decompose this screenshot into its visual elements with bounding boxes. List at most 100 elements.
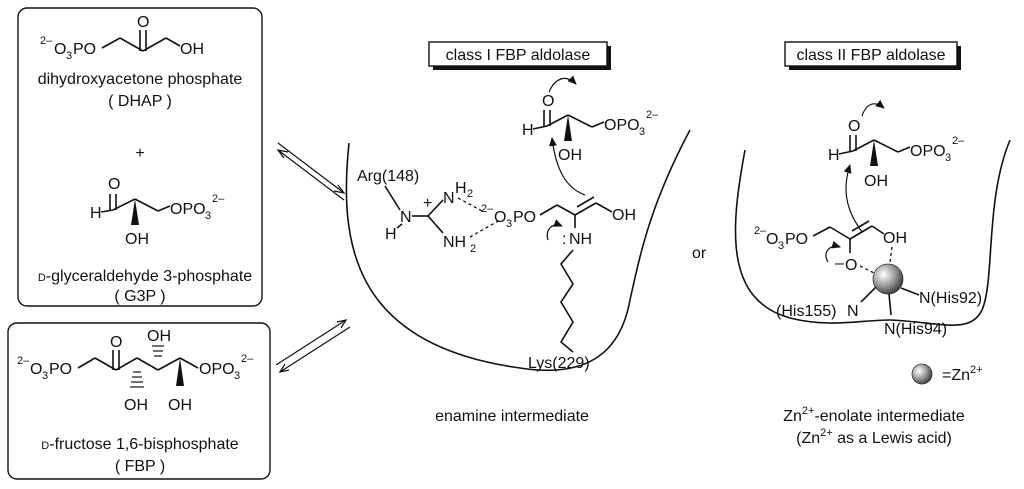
equilibrium-arrow-lower: [275, 319, 351, 373]
fbp-oh-c4: OH: [147, 328, 171, 345]
dhap-structure: 2– O 3 PO O OH: [40, 14, 204, 62]
dhap-o-atom: O: [54, 41, 66, 58]
dhap-oh: OH: [180, 41, 204, 58]
class-i-caption: enamine intermediate: [435, 408, 589, 425]
class-ii-title-box: [784, 41, 958, 67]
g3p-structure: O H OH OPO 3 2–: [90, 176, 225, 248]
c1-g3p-opo: OPO: [604, 117, 640, 134]
arg-h-upper: H: [455, 180, 467, 197]
g3p-oh: OH: [125, 231, 149, 248]
dhap-abbr: ( DHAP ): [108, 93, 172, 110]
lys229-label: Lys(229): [528, 355, 590, 372]
class-ii-caption-line2: (Zn2+ as a Lewis acid): [796, 427, 952, 447]
arg-plus-charge: +: [423, 195, 432, 212]
g3p-carbonyl-o: O: [108, 176, 120, 193]
bond: [179, 357, 199, 369]
bond: [812, 226, 831, 237]
arg-sub2-lower: 2: [470, 243, 476, 255]
lys229-chain: Lys(229): [528, 249, 590, 372]
bond: [142, 37, 167, 52]
arg-n-upper: N: [443, 190, 455, 207]
c1-g3p-oh: OH: [558, 147, 582, 164]
coordination-bond: [859, 265, 877, 275]
bond: [829, 226, 851, 240]
lone-pair: :: [562, 231, 566, 248]
fbp-oh-c5: OH: [168, 397, 192, 414]
enamine-nh: NH: [569, 231, 592, 248]
fbp-carbonyl-o: O: [110, 334, 122, 351]
g3p-name: D-glyceraldehyde 3-phosphate: [38, 268, 252, 285]
fbp-o-left: O: [30, 361, 42, 378]
wedge-bond: [870, 140, 878, 166]
arg-sub2-upper: 2: [467, 188, 473, 200]
wedge-bond: [176, 358, 184, 386]
enamine-oh: OH: [612, 207, 636, 224]
bond: [157, 357, 181, 371]
c2-g3p-oh: OH: [864, 173, 888, 190]
class-i-g3p: O H OH OPO 3 2–: [522, 93, 659, 164]
class-ii-title: class II FBP aldolase: [796, 47, 945, 64]
bond: [838, 150, 854, 155]
hashed-bond: [130, 371, 144, 388]
c2-g3p-sub3: 3: [945, 152, 951, 164]
c2-g3p-o: O: [848, 118, 860, 135]
zn-legend: =Zn2+: [911, 363, 983, 385]
dhap-name: dihydroxyacetone phosphate: [38, 71, 243, 88]
g3p-abbr: ( G3P ): [114, 288, 165, 305]
arg-nh-h: H: [385, 226, 397, 243]
zinc-ion-sphere: [872, 263, 904, 295]
equilibrium-arrow-upper: [276, 142, 346, 201]
fbp-sub3-right: 3: [234, 370, 240, 382]
active-site-pocket: [345, 129, 691, 372]
c2-g3p-h: H: [828, 147, 840, 164]
bond: [900, 287, 920, 296]
bond: [119, 37, 144, 52]
bond: [112, 198, 136, 211]
enamine-o: O: [494, 209, 506, 226]
g3p-sub3: 3: [205, 210, 211, 222]
enamine-po: PO: [513, 209, 536, 226]
or-label: or: [692, 245, 707, 262]
bond: [576, 196, 595, 208]
c1-g3p-sub3: 3: [639, 126, 645, 138]
class-ii-panel: class II FBP aldolase O H OH OPO 3 2– 2–…: [734, 41, 1011, 447]
bond: [157, 205, 171, 212]
bond: [556, 204, 576, 216]
g3p-h: H: [90, 205, 102, 222]
wedge-bond: [564, 115, 572, 141]
fbp-structure: 2– O 3 PO O OH OH: [17, 328, 254, 414]
fbp-name: D-fructose 1,6-bisphosphate: [41, 436, 239, 453]
g3p-opo: OPO: [170, 201, 206, 218]
bond: [136, 357, 159, 371]
fbp-charge-left: 2–: [17, 355, 30, 367]
curved-arrow-attack: [549, 137, 586, 196]
curved-arrow-release: [861, 99, 885, 117]
enolate-charge: 2–: [754, 225, 767, 237]
lysine-side-chain: [559, 249, 574, 353]
bond: [77, 357, 96, 369]
bond: [427, 215, 444, 234]
g3p-charge: 2–: [212, 193, 225, 205]
c1-g3p-o: O: [542, 93, 554, 110]
fbp-charge-right: 2–: [241, 353, 254, 365]
class-i-panel: class I FBP aldolase O H OH OPO 3 2– Arg…: [345, 41, 691, 425]
enolate-sub3: 3: [778, 240, 784, 252]
bond: [591, 121, 605, 128]
bond: [532, 125, 548, 130]
dhap-sub3: 3: [66, 50, 72, 62]
product-box: 2– O 3 PO O OH OH: [7, 322, 271, 480]
enamine-charge: 2–: [481, 203, 494, 215]
bond: [384, 185, 401, 211]
c1-g3p-charge: 2–: [646, 109, 659, 121]
bond: [539, 204, 558, 216]
arg-n: N: [400, 209, 412, 226]
bond: [100, 209, 114, 213]
class-ii-caption-line1: Zn2+-enolate intermediate: [783, 405, 965, 425]
curved-arrow-release: [548, 75, 577, 93]
coordination-bond: [889, 246, 893, 263]
class-i-title: class I FBP aldolase: [446, 47, 591, 64]
his155-label: (His155): [776, 303, 836, 320]
bond: [396, 223, 403, 229]
fbp-po-left: PO: [49, 361, 72, 378]
